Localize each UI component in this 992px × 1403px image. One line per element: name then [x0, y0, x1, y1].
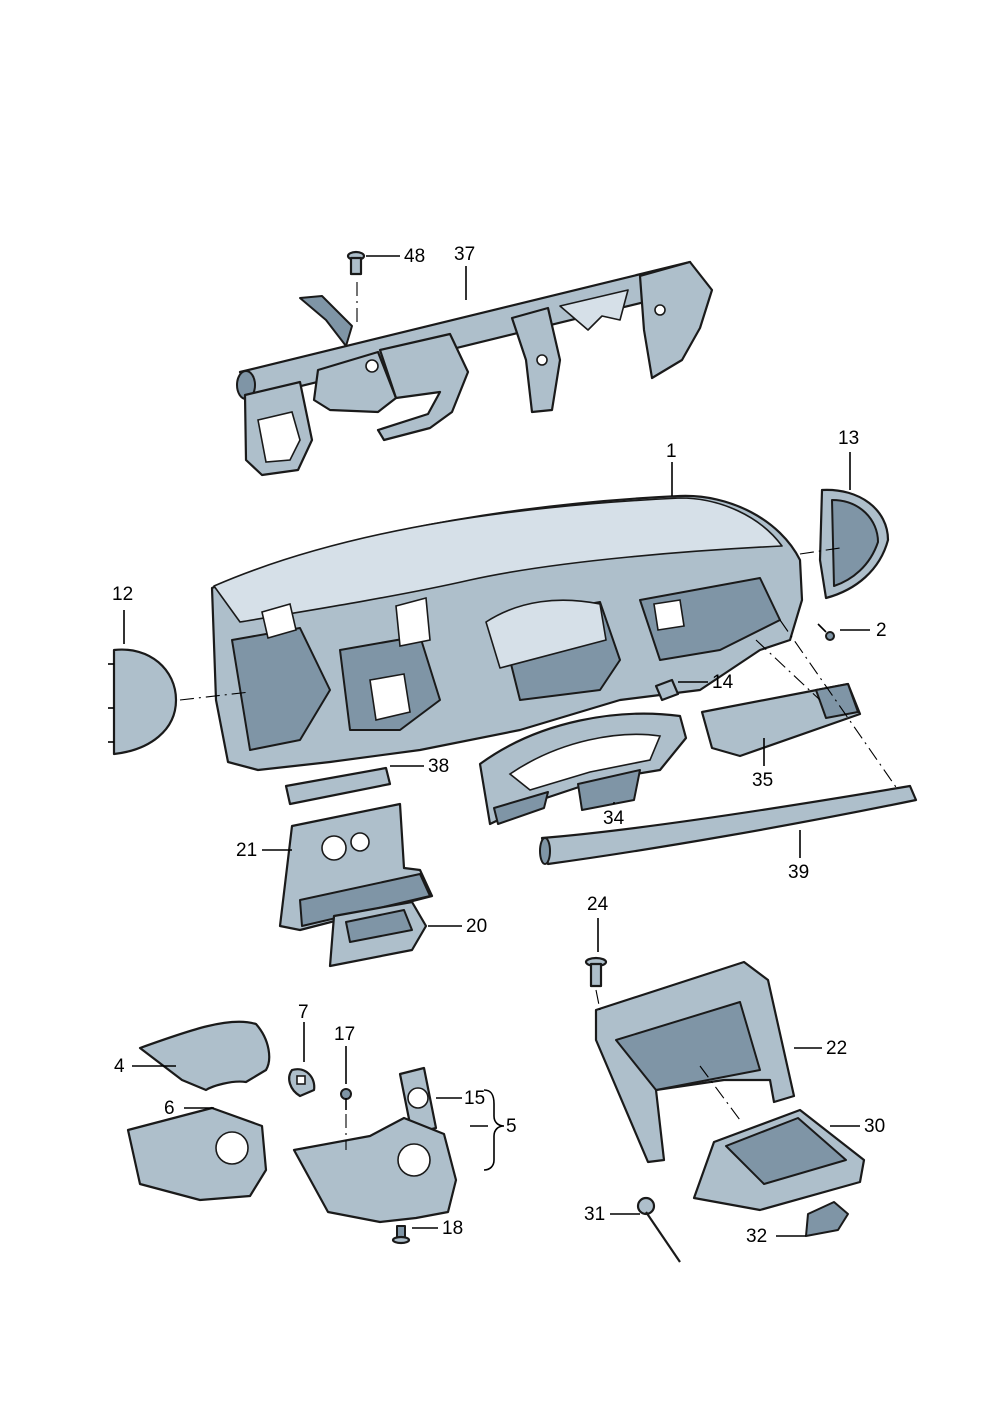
- label-5: 5: [506, 1116, 517, 1137]
- latch-32-part[interactable]: [805, 1201, 849, 1237]
- label-13: 13: [838, 428, 859, 449]
- dashboard-panel-part[interactable]: [210, 494, 804, 772]
- label-21: 21: [236, 840, 257, 861]
- label-4: 4: [114, 1056, 125, 1077]
- instrument-trim-34-part[interactable]: [478, 712, 688, 826]
- clip-14-part[interactable]: [654, 678, 680, 702]
- label-18: 18: [442, 1218, 463, 1239]
- part-15-part[interactable]: [398, 1066, 438, 1136]
- label-14: 14: [712, 672, 734, 693]
- label-35: 35: [752, 770, 773, 791]
- label-39: 39: [788, 862, 809, 883]
- label-30: 30: [864, 1116, 885, 1137]
- label-22: 22: [826, 1038, 847, 1059]
- trim-strip-35-part[interactable]: [700, 682, 862, 758]
- label-48: 48: [404, 246, 425, 267]
- label-31: 31: [584, 1204, 605, 1225]
- screw-2-part[interactable]: [817, 623, 835, 641]
- storage-compartment-20-part[interactable]: [328, 900, 428, 968]
- label-20: 20: [466, 916, 487, 937]
- part-number-labels: 48 37 1 13 12 2 14 38 35 34 21 39 20 24 …: [112, 244, 887, 1247]
- trim-strip-38-part[interactable]: [284, 766, 392, 806]
- part-7-part[interactable]: [288, 1068, 316, 1098]
- left-end-cap-part[interactable]: [108, 648, 178, 756]
- label-7: 7: [298, 1002, 309, 1023]
- label-12: 12: [112, 584, 133, 605]
- label-38: 38: [428, 756, 449, 777]
- right-end-cap-part[interactable]: [818, 488, 890, 600]
- glove-box-30-part[interactable]: [692, 1108, 866, 1212]
- column-cover-5-part[interactable]: [292, 1116, 458, 1224]
- label-24: 24: [587, 894, 609, 915]
- glove-box-housing-22-part[interactable]: [594, 960, 796, 1164]
- screw-24-part[interactable]: [584, 956, 608, 988]
- label-17: 17: [334, 1024, 355, 1045]
- label-6: 6: [164, 1098, 175, 1119]
- label-34: 34: [603, 808, 625, 829]
- assembly-dash-lines: [179, 282, 899, 1150]
- label-32: 32: [746, 1226, 767, 1247]
- label-1: 1: [666, 441, 677, 462]
- cross-member-part[interactable]: [236, 260, 714, 477]
- leader-lines: [123, 255, 870, 1237]
- trim-strip-39-part[interactable]: [539, 784, 918, 866]
- screw-17-part[interactable]: [340, 1088, 352, 1110]
- label-37: 37: [454, 244, 475, 265]
- column-cover-lower-6-part[interactable]: [126, 1106, 268, 1202]
- screw-18-part[interactable]: [391, 1225, 411, 1245]
- screw-48-part[interactable]: [346, 250, 366, 276]
- lamp-31-part[interactable]: [636, 1196, 681, 1263]
- lower-panel-21-part[interactable]: [278, 802, 434, 932]
- label-15: 15: [464, 1088, 485, 1109]
- column-cover-upper-4-part[interactable]: [138, 1020, 271, 1092]
- label-2: 2: [876, 620, 887, 641]
